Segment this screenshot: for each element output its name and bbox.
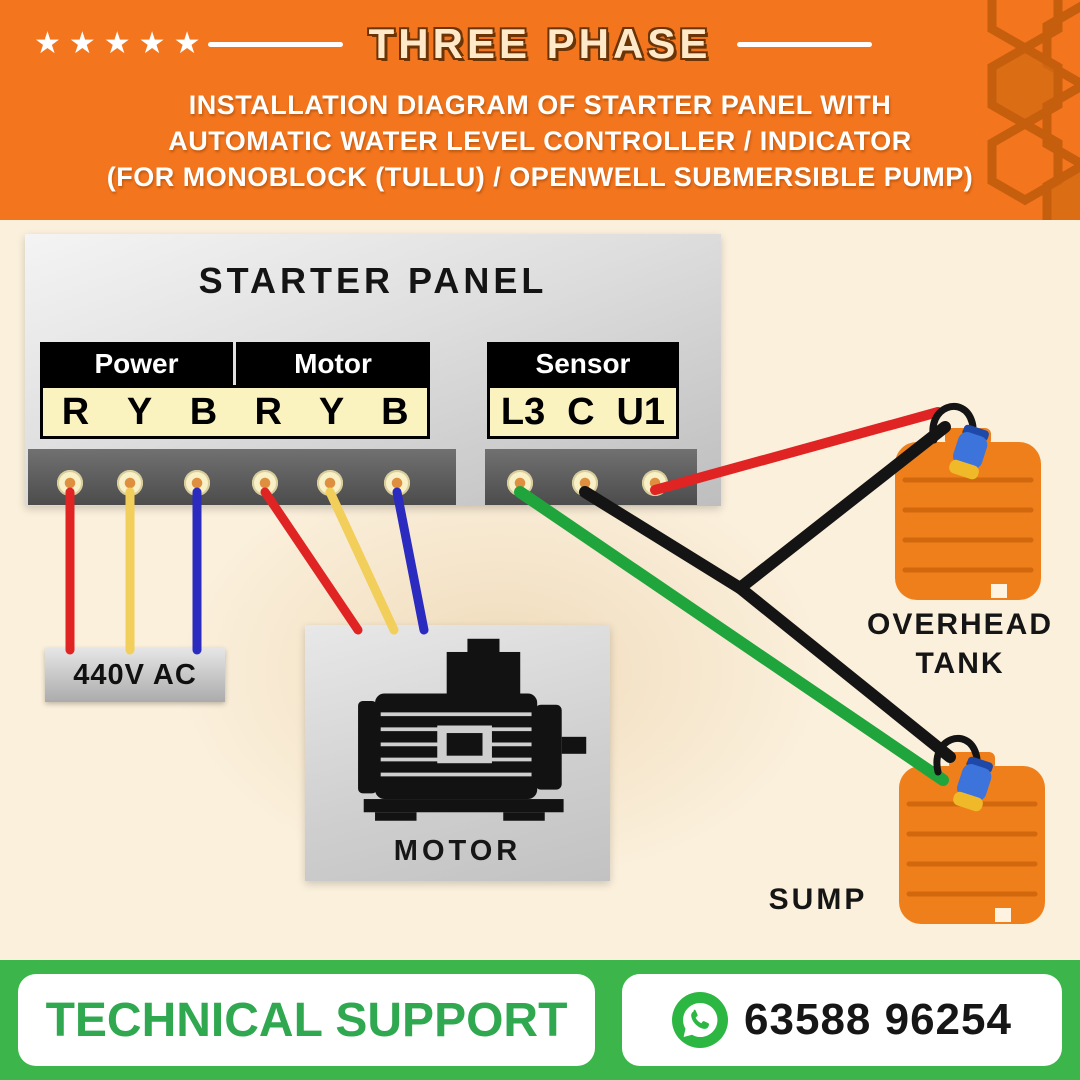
terminal-letter-sensor-l3: L3 bbox=[500, 390, 546, 433]
float-switch-icon bbox=[929, 402, 989, 480]
terminal-letter-sensor-c: C bbox=[567, 390, 595, 433]
phone-card: 63588 96254 bbox=[622, 974, 1062, 1066]
terminal-letter-power-y: Y bbox=[126, 390, 153, 433]
page-title: THREE PHASE bbox=[368, 20, 712, 67]
terminal-motor-y bbox=[317, 470, 343, 496]
rating-stars: ★★★★★ bbox=[34, 27, 209, 60]
group-label-power: Power bbox=[40, 342, 233, 385]
terminal-letter-motor-y: Y bbox=[318, 390, 345, 433]
terminal-letter-power-r: R bbox=[61, 390, 90, 433]
subtitle-line-2: AUTOMATIC WATER LEVEL CONTROLLER / INDIC… bbox=[168, 125, 912, 156]
terminal-sensor-c bbox=[572, 470, 598, 496]
title-row: THREE PHASE bbox=[0, 20, 1080, 68]
wire-motor-r bbox=[260, 487, 363, 635]
honeycomb-decoration-icon bbox=[987, 0, 1080, 220]
overhead-tank-label-line1: OVERHEAD bbox=[866, 608, 1054, 641]
wire-motor-y bbox=[325, 487, 399, 635]
terminal-motor-b bbox=[384, 470, 410, 496]
float-switch-sump bbox=[924, 724, 1004, 824]
motor-box: MOTOR bbox=[305, 625, 610, 881]
terminal-letter-motor-b: B bbox=[381, 390, 409, 433]
footer-bar: TECHNICAL SUPPORT 63588 96254 bbox=[0, 960, 1080, 1080]
group-label-motor: Motor bbox=[236, 342, 430, 385]
whatsapp-icon bbox=[672, 992, 729, 1048]
terminal-strip-power: R Y B bbox=[40, 385, 239, 439]
diagram-area: STARTER PANEL Power Motor Sensor R Y B R… bbox=[0, 220, 1080, 960]
motor-illustration-icon bbox=[357, 638, 586, 821]
terminal-power-r bbox=[57, 470, 83, 496]
phone-number: 63588 96254 bbox=[744, 995, 1012, 1044]
subtitle-block: INSTALLATION DIAGRAM OF STARTER PANEL WI… bbox=[0, 88, 1080, 196]
voltage-label-box: 440V AC bbox=[45, 648, 225, 702]
starter-panel-title: STARTER PANEL bbox=[198, 260, 548, 301]
terminal-sensor-l3 bbox=[507, 470, 533, 496]
group-label-sensor: Sensor bbox=[487, 342, 679, 385]
title-rule-right bbox=[737, 41, 873, 47]
overhead-tank-label-line2: TANK bbox=[915, 647, 1005, 680]
header-banner: ★★★★★ THREE PHASE INSTALLATION DIAGRAM O… bbox=[0, 0, 1080, 220]
terminal-letter-motor-r: R bbox=[254, 390, 282, 433]
starter-panel: STARTER PANEL Power Motor Sensor R Y B R… bbox=[25, 234, 721, 506]
terminal-letter-power-b: B bbox=[189, 390, 218, 433]
terminal-sensor-u1 bbox=[642, 470, 668, 496]
title-rule-left bbox=[207, 41, 343, 47]
terminal-motor-r bbox=[252, 470, 278, 496]
float-switch-icon bbox=[933, 734, 993, 812]
overhead-tank-label: OVERHEAD TANK bbox=[845, 605, 1075, 683]
sump-label: SUMP bbox=[768, 883, 868, 916]
wire-motor-b bbox=[392, 487, 429, 635]
terminal-strip-motor: R Y B bbox=[236, 385, 430, 439]
terminal-power-y bbox=[117, 470, 143, 496]
terminal-letter-sensor-u1: U1 bbox=[616, 390, 666, 433]
technical-support-label: TECHNICAL SUPPORT bbox=[45, 993, 568, 1047]
motor-label: MOTOR bbox=[393, 835, 522, 867]
terminal-power-b bbox=[184, 470, 210, 496]
terminal-strip-sensor: L3 C U1 bbox=[487, 385, 679, 439]
float-switch-overhead bbox=[920, 392, 1000, 492]
technical-support-card: TECHNICAL SUPPORT bbox=[18, 974, 595, 1066]
subtitle-line-3: (FOR MONOBLOCK (TULLU) / OPENWELL SUBMER… bbox=[106, 161, 974, 192]
subtitle-line-1: INSTALLATION DIAGRAM OF STARTER PANEL WI… bbox=[188, 90, 892, 120]
